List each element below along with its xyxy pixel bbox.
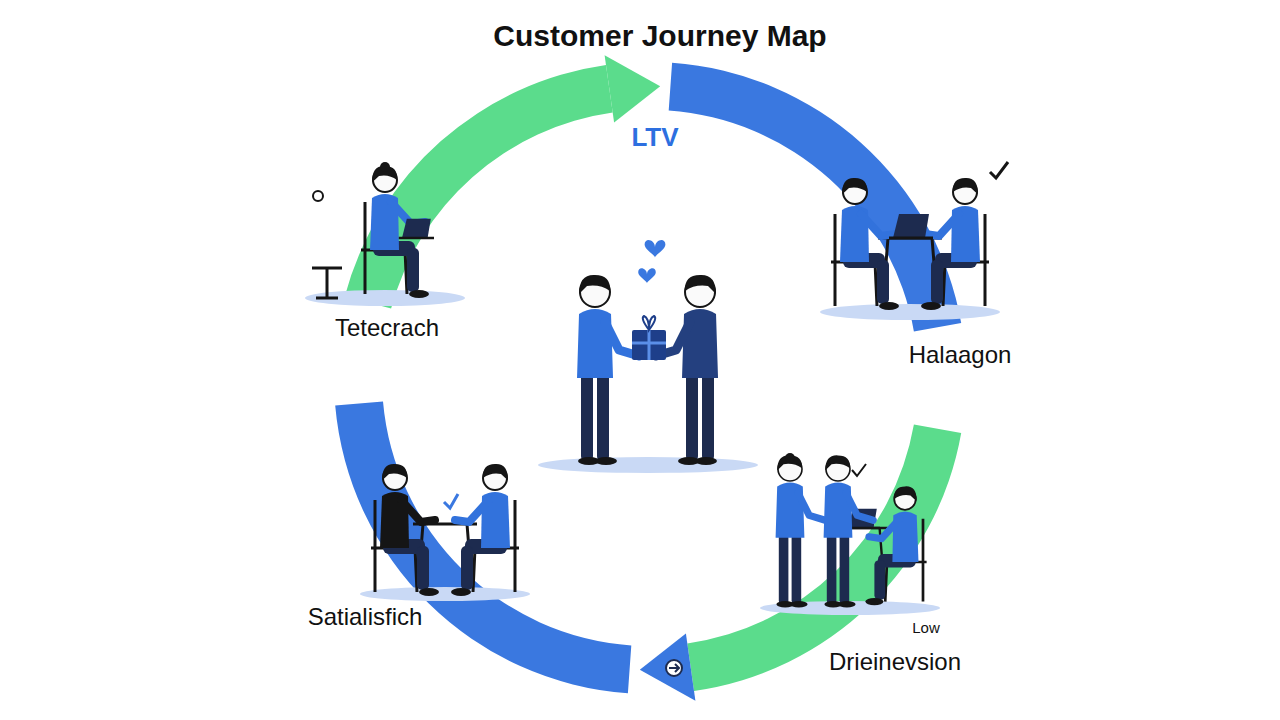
stage-figure: [632, 330, 666, 360]
ring-arrowhead: [605, 55, 661, 122]
stage-label: Satialisfich: [308, 603, 423, 631]
stage-figure: [380, 162, 390, 172]
stage-figure: [760, 453, 940, 615]
stage-figure: [305, 162, 465, 306]
stage-figure: [831, 178, 899, 310]
stage-figure: [776, 455, 826, 607]
stage-figure: [313, 191, 323, 201]
stage-figure: [399, 219, 434, 238]
metric-label: LTV: [631, 123, 678, 153]
ring-arc: [345, 65, 613, 309]
diagram-title: Customer Journey Map: [493, 19, 826, 54]
arrow-icon: [669, 664, 679, 672]
stage-label: Tetecrach: [335, 314, 439, 342]
note-label: Low: [912, 619, 940, 636]
stage-figure: [444, 494, 458, 508]
stage-figure: [824, 455, 874, 607]
stage-figure: [632, 330, 666, 360]
stage-figure: [371, 464, 439, 596]
arrow-icon: [666, 660, 682, 676]
stage-figure: [360, 464, 530, 601]
stage-figure: [852, 464, 866, 476]
stage-figure: [577, 275, 639, 465]
stage-figure: [638, 268, 656, 283]
stage-figure: [785, 453, 795, 463]
stage-figure: [312, 268, 342, 298]
stage-figure: [656, 275, 718, 465]
stage-figure: [643, 316, 655, 330]
stage-figure: [360, 587, 530, 601]
stage-figure: [820, 162, 1008, 320]
stage-figure: [538, 457, 758, 473]
stage-figure: [990, 162, 1008, 178]
stage-label: Drieinevsion: [829, 648, 961, 676]
stage-figure: [889, 214, 933, 238]
journey-ring: [335, 55, 961, 701]
stage-figure: [645, 240, 666, 258]
stage-figure: [820, 304, 1000, 320]
stage-figure: [921, 178, 989, 310]
stage-label: Halaagon: [909, 341, 1012, 369]
ring-arrowhead: [640, 634, 696, 701]
stage-figure: [538, 240, 758, 473]
stage-figure: [451, 464, 519, 596]
stage-figure: [865, 486, 926, 605]
